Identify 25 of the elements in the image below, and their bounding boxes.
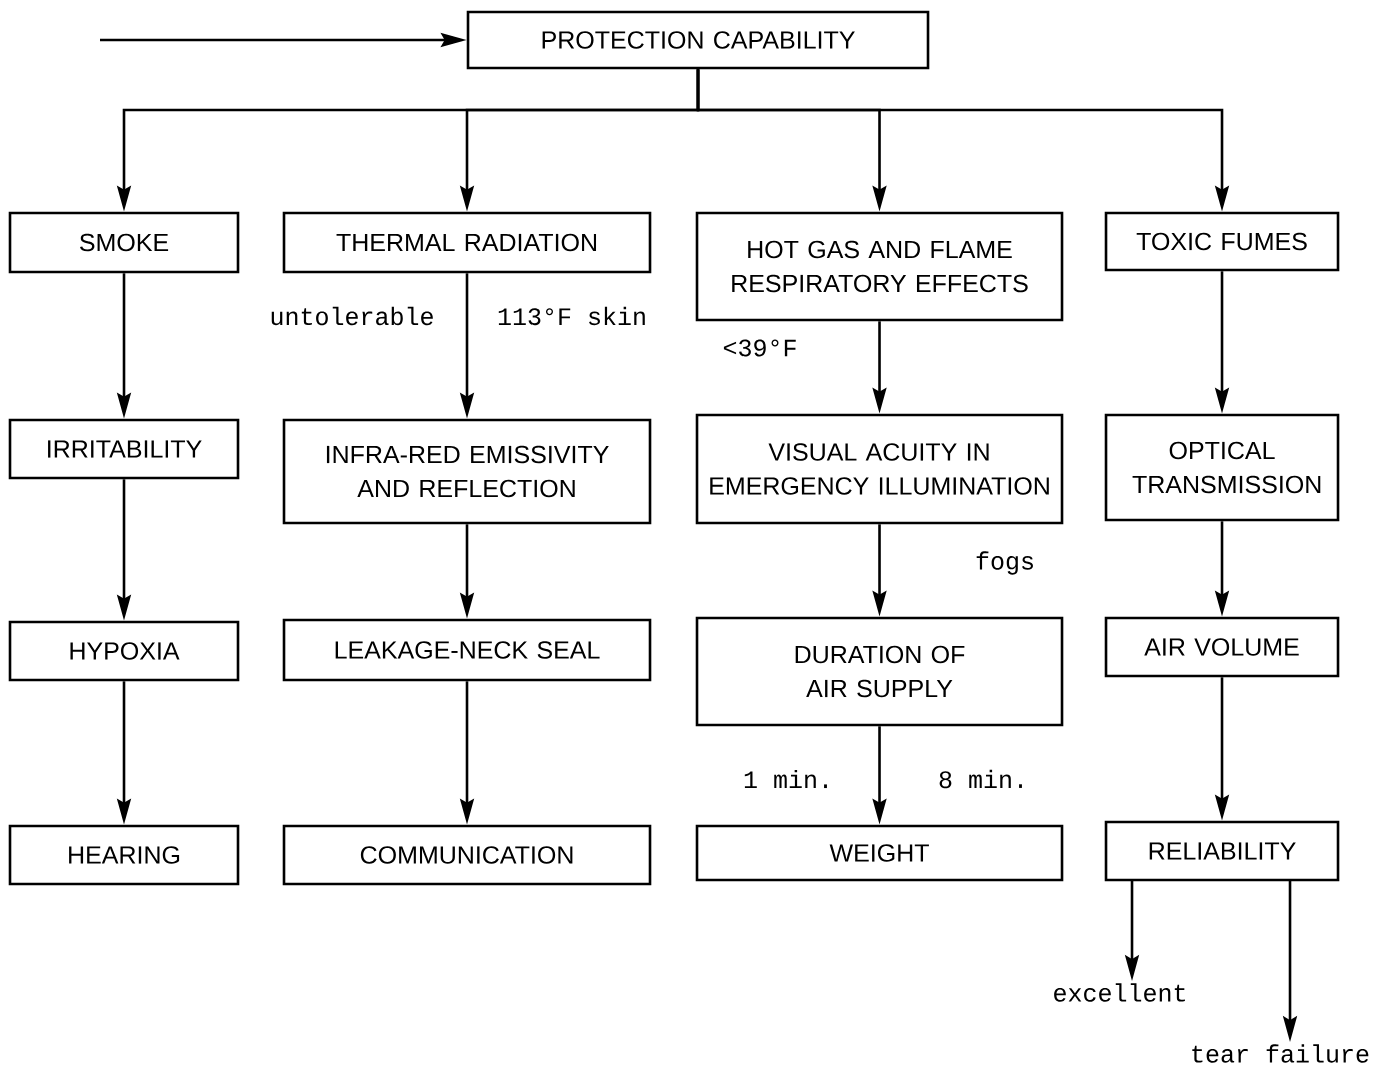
process-box: LEAKAGE-NECK SEAL <box>282 618 652 682</box>
edge-note: untolerable <box>271 306 433 326</box>
process-box: SMOKE <box>8 211 240 274</box>
process-box: HYPOXIA <box>8 620 240 682</box>
process-box: THERMAL RADIATION <box>282 211 652 274</box>
outcome-text: excellent <box>1054 983 1185 1002</box>
process-box: DURATION OF AIR SUPPLY <box>695 616 1064 727</box>
process-box: VISUAL ACUITY IN EMERGENCY ILLUMINATION <box>695 413 1064 525</box>
process-box: HEARING <box>8 824 240 886</box>
edge-note: 113°F skin <box>498 306 645 326</box>
edge-note: 1 min. <box>744 769 827 789</box>
process-box: INFRA-RED EMISSIVITY AND REFLECTION <box>282 418 652 525</box>
outcome-text: tear failure <box>1192 1044 1369 1063</box>
process-box: OPTICAL TRANSMISSION <box>1104 413 1340 522</box>
process-box: PROTECTION CAPABILITY <box>466 10 930 70</box>
edge-note: <39°F <box>723 339 796 357</box>
process-box: RELIABILITY <box>1104 820 1340 882</box>
process-box: TOXIC FUMES <box>1104 211 1340 272</box>
process-box: AIR VOLUME <box>1104 616 1340 678</box>
edge-note: 8 min. <box>939 769 1022 789</box>
process-box: IRRITABILITY <box>8 418 240 480</box>
process-box: COMMUNICATION <box>282 824 652 886</box>
process-box: WEIGHT <box>695 824 1064 882</box>
edge-note: fogs <box>976 551 1033 575</box>
process-box: HOT GAS AND FLAME RESPIRATORY EFFECTS <box>695 211 1064 322</box>
